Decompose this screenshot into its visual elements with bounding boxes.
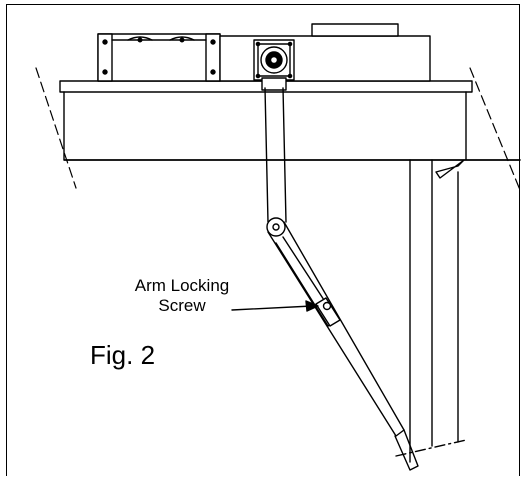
break-lines [35, 67, 521, 191]
vertical-post [395, 159, 467, 463]
housing-body [63, 91, 521, 161]
arm-locking-screw-label: Arm Locking Screw [112, 276, 252, 316]
callout-line-2: Screw [158, 296, 206, 315]
pivot-motor [253, 39, 295, 91]
upper-arm [264, 87, 287, 237]
left-bracket [97, 33, 221, 82]
callout-line-1: Arm Locking [134, 276, 230, 295]
figure-caption: Fig. 2 [90, 340, 156, 370]
figure-frame [6, 4, 520, 476]
motor-housing [219, 23, 431, 82]
lower-arm [267, 221, 419, 471]
callout-leader [231, 300, 319, 312]
